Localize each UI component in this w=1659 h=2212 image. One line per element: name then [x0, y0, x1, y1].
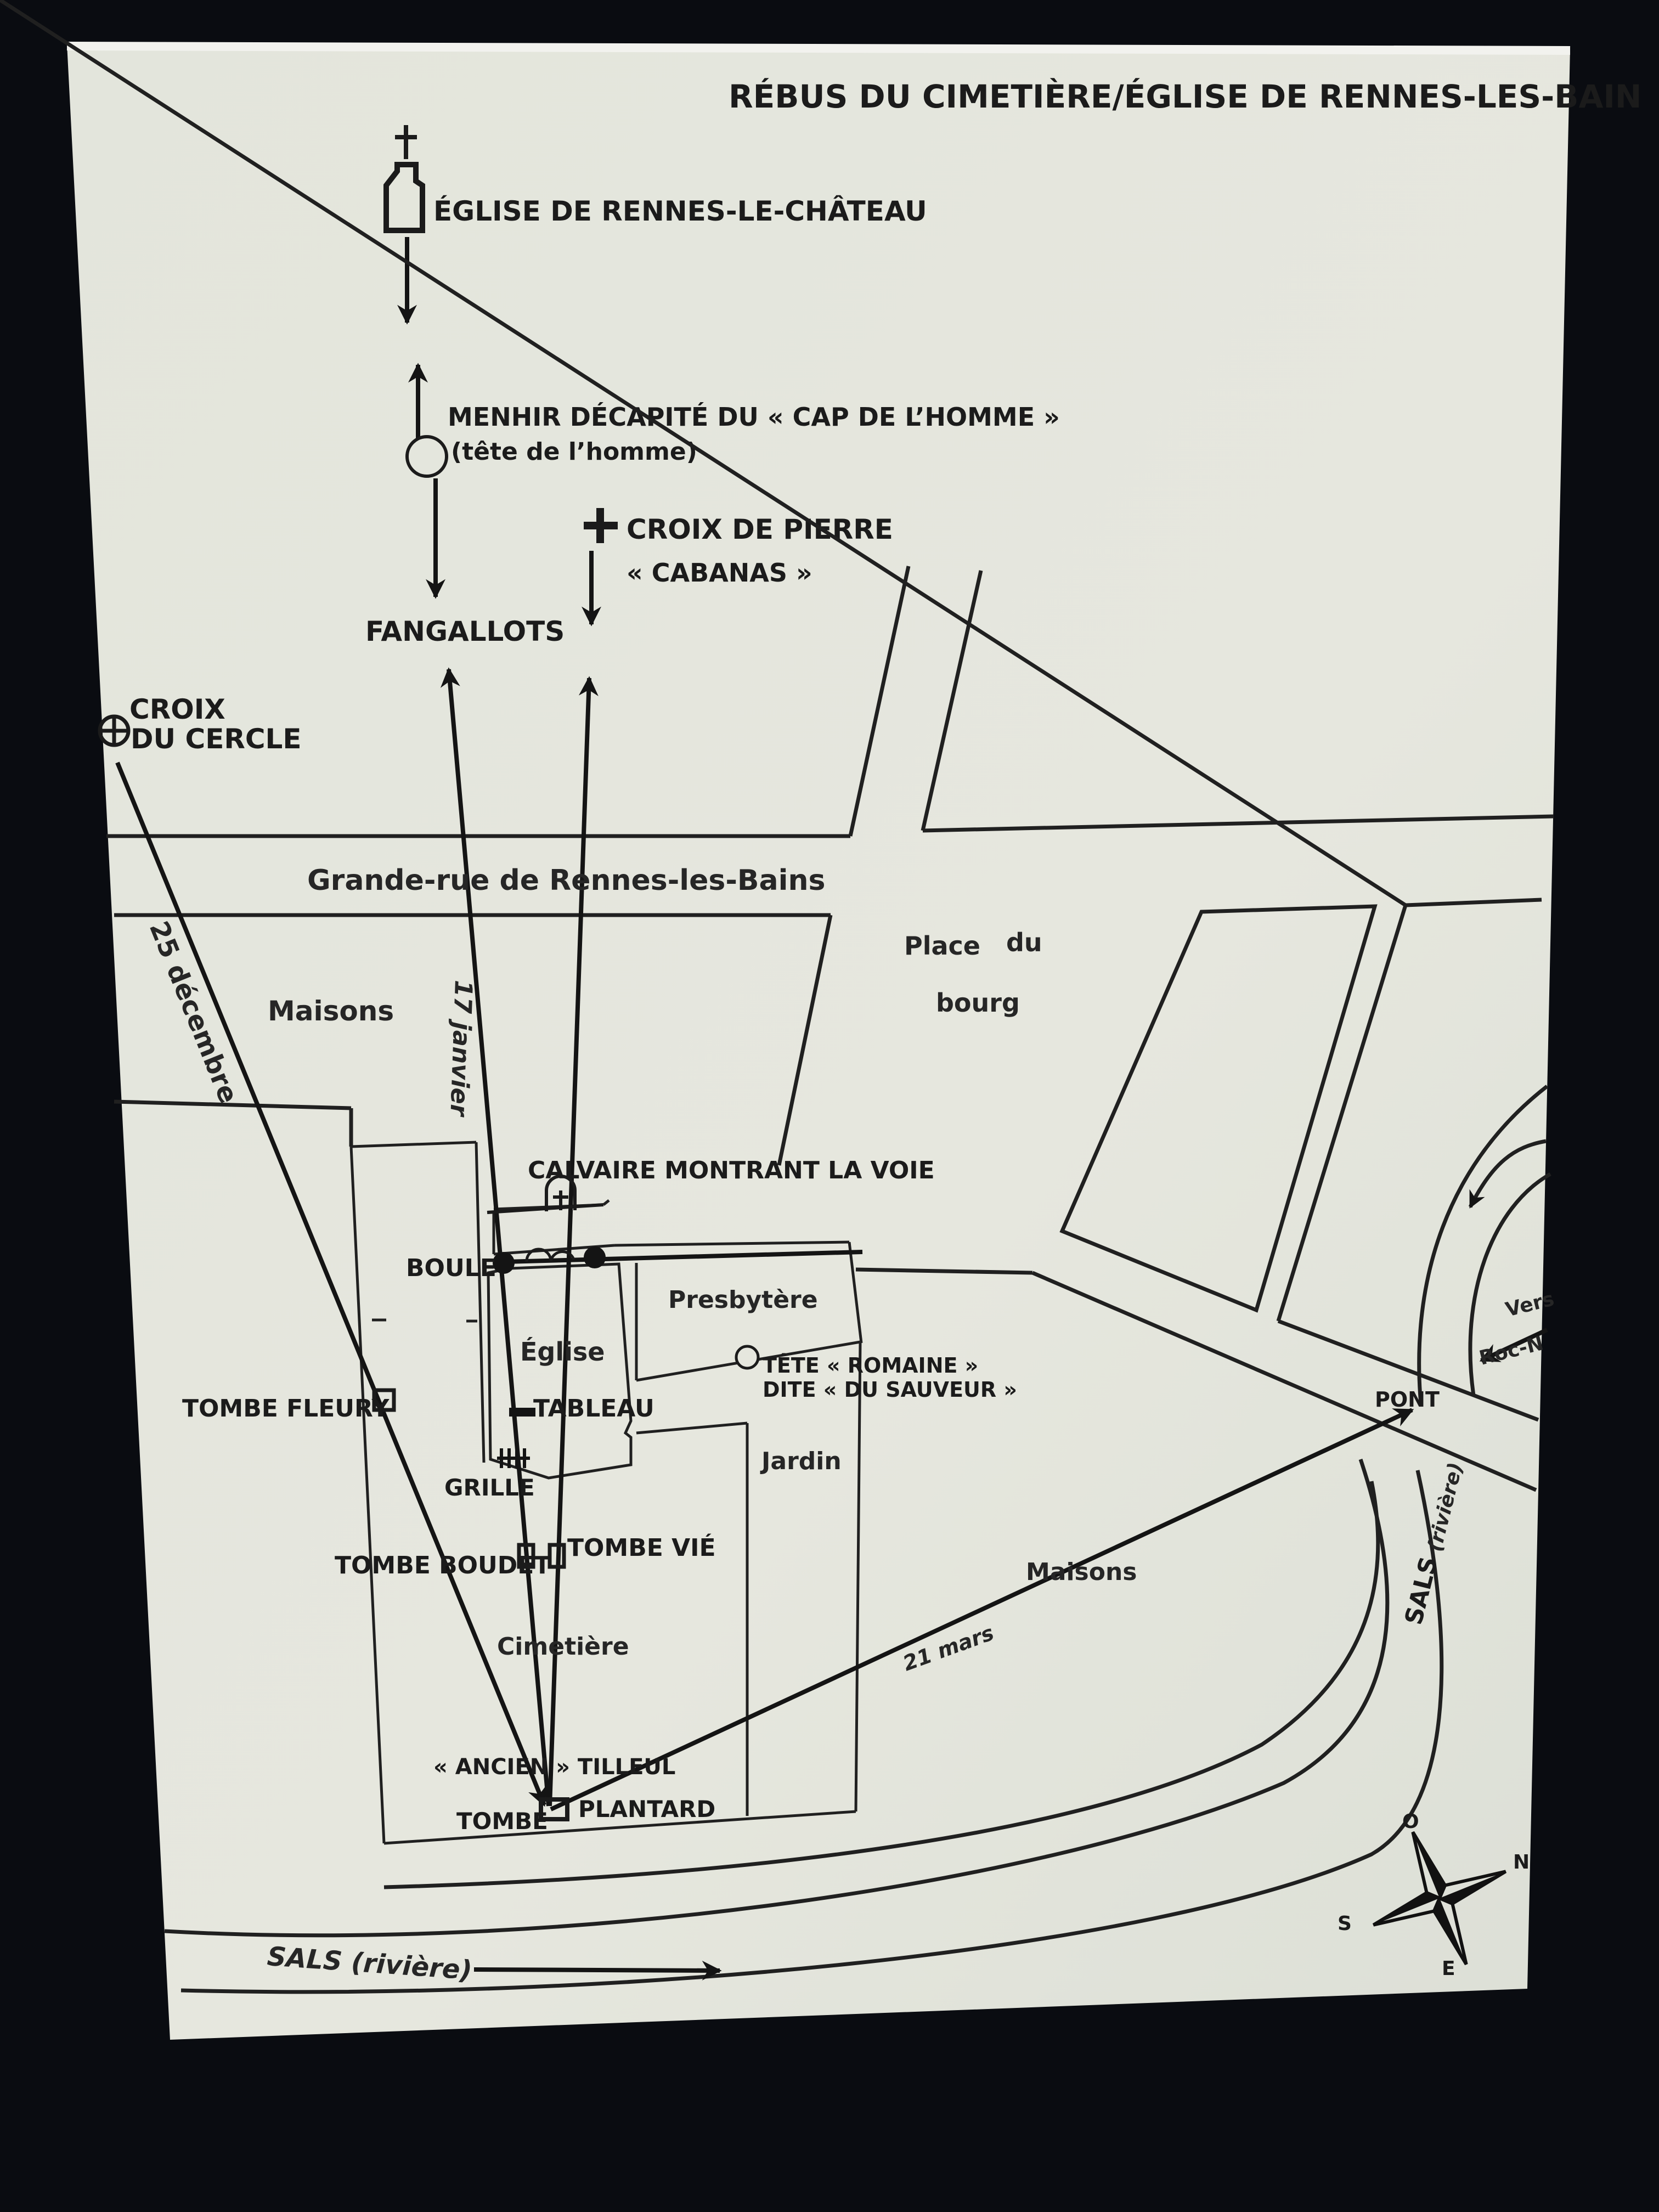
label-eglise-rennes-le-chateau: ÉGLISE DE RENNES-LE-CHÂTEAU — [433, 195, 927, 227]
calvaire-icon — [487, 1175, 604, 1214]
vers-arrow — [1479, 1328, 1548, 1363]
label-boule: BOULE — [406, 1254, 496, 1282]
compass-o: O — [1402, 1810, 1419, 1833]
ray-21-mars — [550, 1408, 1414, 1812]
ray-17-janvier — [440, 667, 551, 1807]
compass-rose-icon — [1372, 1831, 1507, 1966]
river-sals-bottom-2 — [180, 1470, 1444, 1994]
label-place: Place — [904, 931, 980, 961]
boule-icon-2 — [584, 1246, 606, 1268]
label-jardin: Jardin — [760, 1447, 842, 1475]
label-cabanas: « CABANAS » — [627, 558, 812, 588]
river-bend-2 — [1468, 1172, 1551, 1396]
label-du: du — [1006, 928, 1042, 957]
label-du-cercle: DU CERCLE — [131, 723, 302, 755]
compass-s: S — [1338, 1912, 1352, 1935]
tombe-boudet-icon — [517, 1543, 535, 1569]
river-sals-bottom — [164, 1458, 1390, 1938]
label-tableau: TABLEAU — [533, 1395, 654, 1423]
menhir-icon — [405, 435, 448, 478]
flow-arrow-curve — [1468, 1139, 1547, 1209]
label-plantard: PLANTARD — [578, 1796, 715, 1822]
label-maisons-bottom: Maisons — [1026, 1558, 1137, 1586]
label-pont: PONT — [1375, 1387, 1440, 1412]
ray-croix-pierre — [548, 676, 599, 1807]
label-calvaire: CALVAIRE MONTRANT LA VOIE — [528, 1156, 935, 1184]
label-tombe: TOMBE — [456, 1808, 548, 1835]
label-menhir: MENHIR DÉCAPITÉ DU « CAP DE L’HOMME » — [448, 402, 1060, 432]
label-presbytere: Presbytère — [668, 1286, 818, 1314]
label-grille: GRILLE — [444, 1474, 535, 1501]
ray-25-decembre — [115, 761, 547, 1807]
river-sals-bank — [383, 1481, 1380, 1889]
tombe-vie-icon — [548, 1543, 566, 1569]
tombe-plantard-icon — [539, 1797, 569, 1821]
label-tombe-vie: TOMBE VIÉ — [567, 1533, 716, 1562]
label-tombe-fleury: TOMBE FLEURY — [182, 1395, 390, 1423]
label-croix: CROIX — [129, 693, 225, 725]
compass-n: N — [1513, 1851, 1530, 1874]
label-maisons-top: Maisons — [268, 995, 394, 1027]
stone-cross-icon — [584, 508, 618, 543]
boule-icon — [493, 1252, 515, 1274]
tombe-fleury-icon — [372, 1388, 396, 1412]
label-menhir-sub: (tête de l’homme) — [451, 438, 697, 466]
grille-icon — [497, 1448, 530, 1468]
label-bourg: bourg — [936, 988, 1020, 1018]
label-grande-rue: Grande-rue de Rennes-les-Bains — [307, 864, 825, 897]
label-17-janvier: 17 janvier — [444, 980, 477, 1118]
map-title: RÉBUS DU CIMETIÈRE/ÉGLISE DE RENNES-LES-… — [729, 77, 1641, 115]
label-ancien-tilleul: « ANCIEN » TILLEUL — [433, 1754, 675, 1780]
label-eglise: Église — [520, 1337, 605, 1367]
label-fangallots: FANGALLOTS — [365, 616, 565, 647]
circle-cross-icon — [98, 714, 131, 747]
ray-boule — [504, 1250, 863, 1264]
tete-romaine-icon — [735, 1345, 760, 1370]
church-icon — [383, 125, 425, 233]
label-cimetiere: Cimetière — [497, 1633, 629, 1661]
label-tombe-boudet: TOMBE BOUDET — [335, 1551, 550, 1579]
paper-sheet — [67, 44, 1570, 2040]
label-dite-sauveur: DITE « DU SAUVEUR » — [763, 1378, 1017, 1402]
label-croix-de-pierre: CROIX DE PIERRE — [627, 514, 893, 545]
label-tete-romaine: TÊTE « ROMAINE » — [763, 1353, 978, 1378]
compass-e: E — [1442, 1957, 1455, 1980]
river-flow-arrow — [473, 1960, 722, 1980]
river-bend — [1417, 1085, 1549, 1405]
